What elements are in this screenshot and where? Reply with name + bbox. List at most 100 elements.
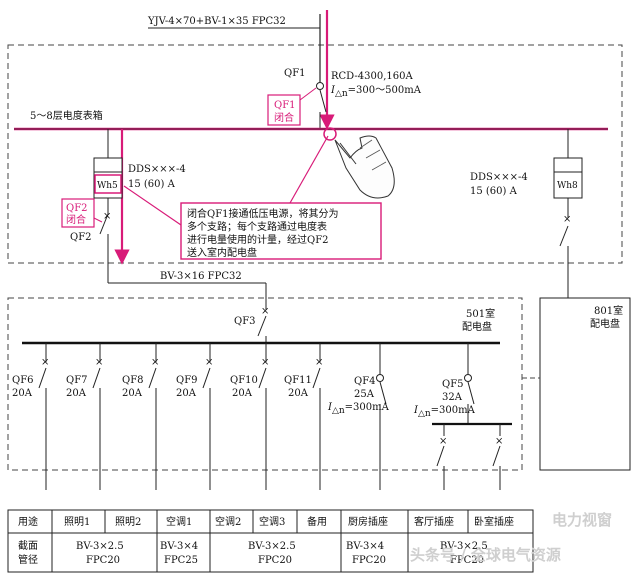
qf1-label: QF1 — [284, 68, 306, 79]
qf1-breaker-symbol — [316, 82, 324, 90]
table-cable-3-l1: BV-3×4 — [346, 541, 384, 552]
meter-right — [553, 157, 583, 199]
table-use-5: 备用 — [307, 515, 327, 528]
meter-left-highlight — [94, 174, 122, 194]
table-header-use: 用途 — [18, 515, 38, 528]
room501-line1: 501室 — [466, 307, 495, 320]
meter-left — [93, 157, 123, 199]
qf2-callout-pointer — [93, 217, 103, 223]
rcd-qf4-current: I△n=300mA — [327, 402, 390, 416]
watermark-brand: 电力视窗 — [552, 511, 612, 529]
panel-501-enclosure — [7, 297, 523, 471]
meter-right-model: DDS×××-4 — [470, 172, 528, 183]
qf1-rcd-label: RCD-4300,160A — [331, 71, 413, 82]
table-use-8: 卧室插座 — [474, 515, 514, 528]
qf3-x: × — [261, 306, 269, 317]
breaker-qf11-id: QF11 — [284, 375, 312, 386]
circuit-table: 用途 照明1 照明2 空调1 空调2 空调3 备用 厨房插座 客厅插座 卧室插座… — [7, 509, 534, 573]
note-line-4: 送入室内配电盘 — [187, 246, 257, 259]
svg-text:×: × — [315, 357, 323, 368]
qf1-switch-blade — [319, 89, 327, 113]
qf1-callout-text1: QF1 — [274, 100, 296, 111]
table-use-4: 空调3 — [259, 515, 285, 528]
table-use-7: 客厅插座 — [414, 515, 454, 528]
panel-801-box — [539, 297, 631, 471]
svg-text:×: × — [95, 357, 103, 368]
note-line-3: 进行电量使用的计量，经过QF2 — [187, 233, 329, 246]
meter-left-rating: 15 (60) A — [128, 179, 176, 190]
watermark-source: 头条号 / 全球电气资源 — [410, 546, 561, 564]
table-cable-1-l2: FPC25 — [164, 555, 198, 566]
meter-left-name: Wh5 — [97, 181, 118, 191]
note-pointer-meter — [123, 185, 182, 226]
table-use-2: 空调1 — [166, 515, 192, 528]
breaker-qf7-id: QF7 — [66, 375, 88, 386]
qf1-current-label: I△n=300～500mA — [330, 85, 422, 99]
rcd-qf5-rating: 32A — [442, 392, 463, 403]
breaker-qf8-id: QF8 — [122, 375, 144, 386]
table-use-0: 照明1 — [64, 516, 90, 528]
breaker-group: × QF6 20A × QF7 20A × QF8 20A × QF9 20A … — [12, 343, 323, 490]
rcd-qf4-id: QF4 — [354, 376, 376, 387]
qf2-label: QF2 — [70, 232, 92, 243]
table-header-cable-1: 截面 — [18, 539, 38, 552]
qf1-callout-pointer — [299, 87, 317, 101]
branch-cable-label: BV-3×16 FPC32 — [160, 271, 242, 282]
breaker-qf9-rating: 20A — [176, 388, 197, 399]
room801-line1: 801室 — [594, 304, 623, 317]
right-x: × — [563, 214, 571, 225]
hand-pointer-icon — [334, 135, 395, 199]
qf2-x: × — [103, 211, 111, 222]
table-cable-2-l1: BV-3×2.5 — [248, 541, 296, 552]
right-switch-blade — [559, 225, 569, 247]
qf2-switch-blade — [99, 213, 109, 235]
breaker-qf8-rating: 20A — [122, 388, 143, 399]
meter-right-rating: 15 (60) A — [470, 186, 518, 197]
rcd-qf5-id: QF5 — [442, 379, 464, 390]
junction-marker — [323, 127, 337, 141]
meter-right-name: Wh8 — [557, 181, 578, 191]
qf2-callout — [61, 198, 95, 228]
svg-text:×: × — [439, 436, 447, 447]
table-use-1: 照明2 — [115, 516, 141, 528]
feeder-cable-label: YJV-4×70+BV-1×35 FPC32 — [147, 16, 286, 27]
note-pointer-qf1 — [289, 135, 329, 204]
rcd-qf4-rating: 25A — [354, 389, 375, 400]
note-line-1: 闭合QF1接通低压电源，将其分为 — [187, 207, 339, 220]
breaker-qf6-id: QF6 — [12, 375, 34, 386]
table-cable-0-l2: FPC20 — [86, 555, 120, 566]
table-cable-1-l1: BV-3×4 — [160, 541, 198, 552]
table-cable-4-l1: BV-3×2.5 — [440, 541, 488, 552]
table-header-cable-2: 管径 — [18, 553, 38, 566]
breaker-qf7-rating: 20A — [66, 388, 87, 399]
svg-text:×: × — [205, 357, 213, 368]
room801-line2: 配电盘 — [590, 317, 620, 330]
qf2-callout-text1: QF2 — [66, 203, 88, 214]
room501-line2: 配电盘 — [462, 320, 492, 333]
svg-text:×: × — [495, 436, 503, 447]
table-cable-3-l2: FPC20 — [352, 555, 386, 566]
note-box — [180, 202, 382, 260]
table-cable-0-l1: BV-3×2.5 — [76, 541, 124, 552]
qf2-callout-text2: 闭合 — [66, 213, 86, 226]
table-use-3: 空调2 — [215, 515, 241, 528]
qf1-callout — [267, 94, 301, 126]
rcd-breaker-group: QF4 25A I△n=300mA QF5 32A I△n=300mA × × — [327, 343, 512, 490]
meter-left-model: DDS×××-4 — [128, 164, 186, 175]
breaker-qf10-rating: 20A — [232, 388, 253, 399]
rcd-qf5-current: I△n=300mA — [413, 405, 476, 419]
svg-text:×: × — [261, 357, 269, 368]
breaker-qf6-rating: 20A — [12, 388, 33, 399]
table-cable-4-l2: FPC20 — [450, 555, 484, 566]
qf3-switch-blade — [257, 315, 267, 337]
meter-box-label: 5～8层电度表箱 — [30, 109, 103, 122]
svg-text:×: × — [41, 357, 49, 368]
table-use-6: 厨房插座 — [348, 515, 388, 528]
table-cable-2-l2: FPC20 — [258, 555, 292, 566]
meter-box-enclosure — [7, 44, 623, 264]
qf1-callout-text2: 闭合 — [274, 111, 294, 124]
breaker-qf9-id: QF9 — [176, 375, 198, 386]
breaker-qf11-rating: 20A — [288, 388, 309, 399]
qf3-label: QF3 — [234, 316, 256, 327]
